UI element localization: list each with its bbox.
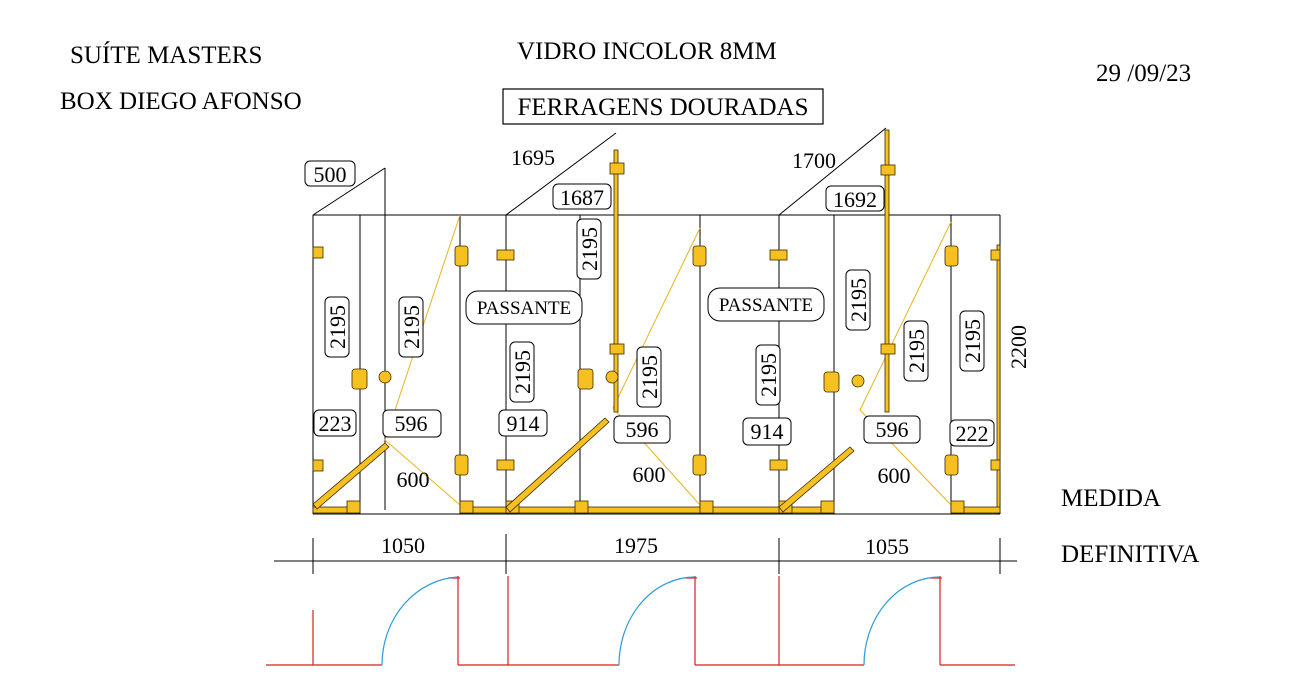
- span-1055: 1055: [865, 534, 909, 559]
- dim-v-8: 2195: [904, 329, 929, 373]
- dim-w-596-c: 596: [876, 417, 909, 442]
- hardware-label: FERRAGENS DOURADAS: [517, 94, 808, 121]
- hinges-and-clamps: [312, 162, 1001, 476]
- span-1050: 1050: [381, 533, 425, 558]
- dim-door-600-b: 600: [633, 462, 666, 487]
- dim-w-596-a: 596: [395, 411, 428, 436]
- dim-v-7: 2195: [846, 278, 871, 322]
- hardware-label-box: [502, 88, 824, 125]
- passante-label-2: PASSANTE: [719, 295, 813, 316]
- dim-height-2200: 2200: [1006, 325, 1031, 369]
- perspective-lines: [312, 127, 887, 510]
- project-title: SUÍTE MASTERS: [70, 42, 263, 69]
- dim-w-223: 223: [319, 411, 352, 436]
- dim-w-222: 222: [956, 421, 989, 446]
- date-label: 29 /09/23: [1096, 60, 1192, 87]
- dim-v-3: 2195: [577, 227, 602, 271]
- door-bars: [613, 129, 1001, 514]
- dim-diag-1700: 1700: [792, 148, 836, 173]
- span-1975: 1975: [614, 533, 658, 558]
- note-definitiva: DEFINITIVA: [1061, 541, 1200, 568]
- door-arcs: [381, 576, 941, 666]
- glass-spec: VIDRO INCOLOR 8MM: [517, 38, 777, 65]
- dim-top-500: 500: [314, 162, 347, 187]
- dim-v-4: 2195: [510, 350, 535, 394]
- dim-door-600-a: 600: [397, 467, 430, 492]
- dim-w-914-b: 914: [751, 419, 784, 444]
- overall-dimension-line: [274, 534, 1017, 574]
- passante-box-1: [465, 290, 583, 325]
- dim-door-600-c: 600: [878, 463, 911, 488]
- passante-box-2: [707, 287, 825, 322]
- dim-diag-1695: 1695: [511, 145, 555, 170]
- dim-v-9: 2195: [960, 319, 985, 363]
- vertical-dimensions: [324, 218, 985, 408]
- top-dimensions: [304, 160, 885, 212]
- dim-top-1692: 1692: [833, 187, 877, 212]
- width-dimensions: [313, 409, 995, 447]
- dim-v-5: 2195: [637, 355, 662, 399]
- diagonal-bars: [312, 417, 855, 513]
- door-swing-lines: [384, 214, 952, 506]
- note-medida: MEDIDA: [1061, 485, 1161, 512]
- bottom-rails: [312, 500, 1001, 514]
- passante-label-1: PASSANTE: [477, 298, 571, 319]
- client-name: BOX DIEGO AFONSO: [60, 88, 302, 115]
- dim-v-2: 2195: [399, 305, 424, 349]
- dim-v-6: 2195: [756, 353, 781, 397]
- dim-w-914-a: 914: [507, 411, 540, 436]
- dim-top-1687: 1687: [560, 185, 604, 210]
- dim-v-1: 2195: [325, 305, 350, 349]
- floor-plan: [266, 576, 1015, 666]
- dim-w-596-b: 596: [626, 417, 659, 442]
